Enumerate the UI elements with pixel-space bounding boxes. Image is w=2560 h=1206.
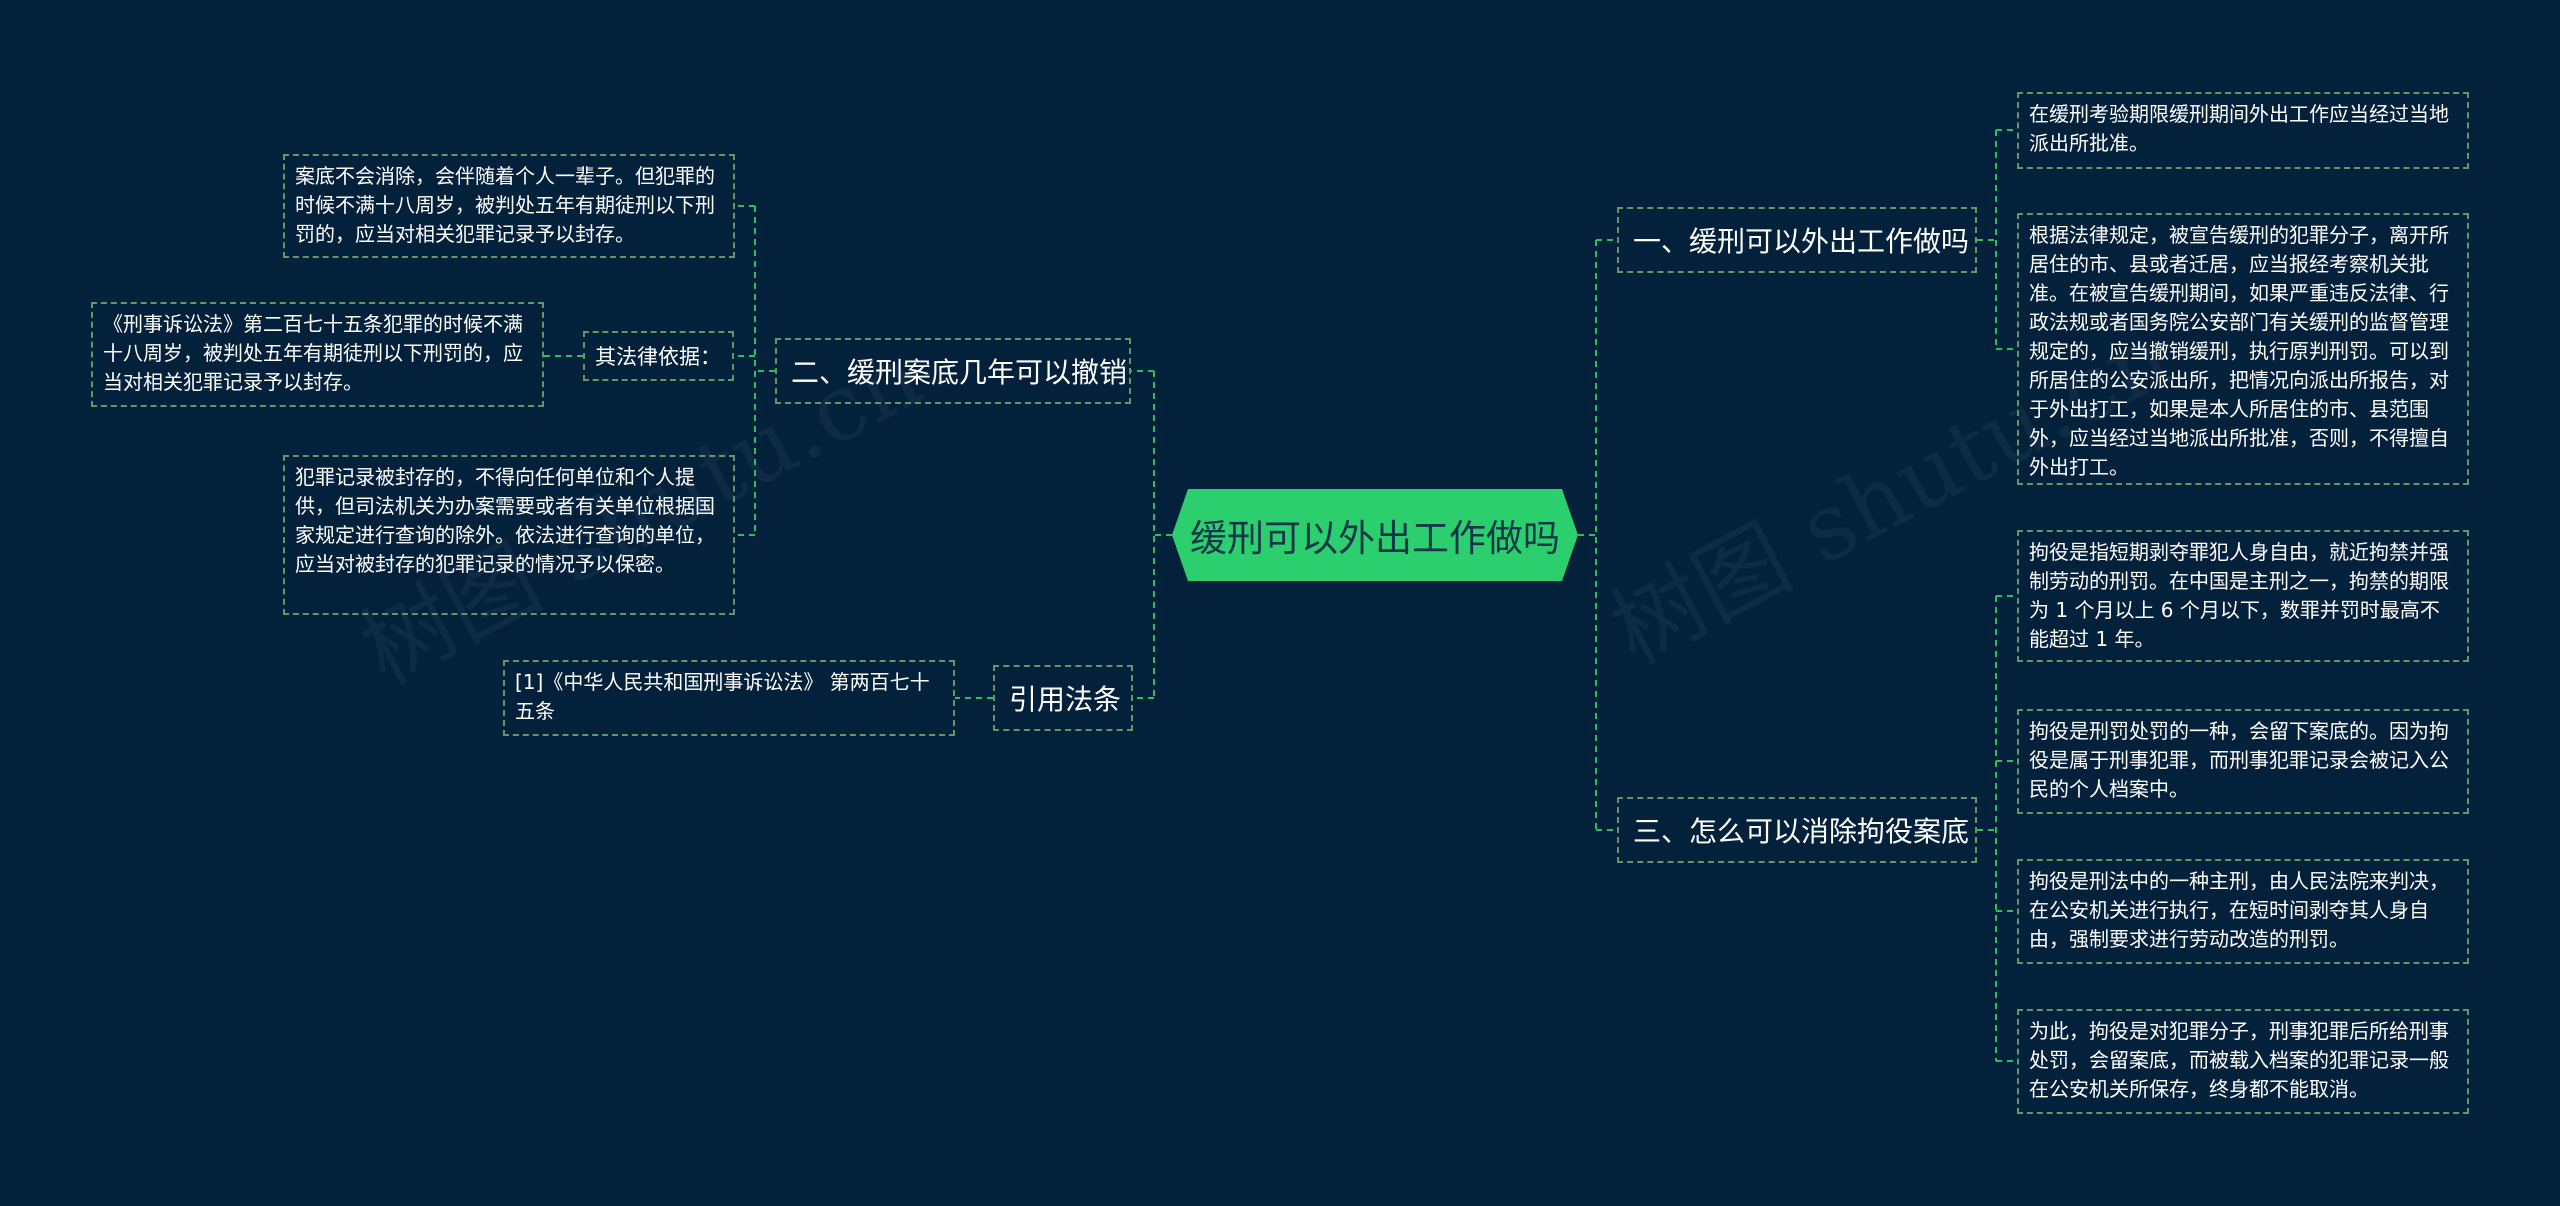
leaf-sealed-record: 犯罪记录被封存的，不得向任何单位和个人提供，但司法机关为办案需要或者有关单位根据… xyxy=(283,455,735,615)
branch-citation[interactable]: 引用法条 xyxy=(993,665,1133,731)
legal-basis-node[interactable]: 其法律依据： xyxy=(583,331,734,381)
leaf-text: 拘役是刑罚处罚的一种，会留下案底的。因为拘役是属于刑事犯罪，而刑事犯罪记录会被记… xyxy=(2029,719,2449,801)
branch-case-record-revocation[interactable]: 二、缓刑案底几年可以撤销 xyxy=(775,338,1131,404)
leaf-legal-basis-text: 《刑事诉讼法》第二百七十五条犯罪的时候不满十八周岁，被判处五年有期徒刑以下刑罚的… xyxy=(91,302,544,407)
branch-work-outside[interactable]: 一、缓刑可以外出工作做吗 xyxy=(1617,207,1977,273)
leaf-detention-execution: 拘役是刑法中的一种主刑，由人民法院来判决，在公安机关进行执行，在短时间剥夺其人身… xyxy=(2017,859,2469,964)
leaf-text: 根据法律规定，被宣告缓刑的犯罪分子，离开所居住的市、县或者迁居，应当报经考察机关… xyxy=(2029,223,2449,479)
leaf-text: [1]《中华人民共和国刑事诉讼法》 第两百七十五条 xyxy=(515,670,930,723)
leaf-text: 《刑事诉讼法》第二百七十五条犯罪的时候不满十八周岁，被判处五年有期徒刑以下刑罚的… xyxy=(103,312,523,394)
leaf-text: 犯罪记录被封存的，不得向任何单位和个人提供，但司法机关为办案需要或者有关单位根据… xyxy=(295,465,715,576)
leaf-case-record-permanent: 案底不会消除，会伴随着个人一辈子。但犯罪的时候不满十八周岁，被判处五年有期徒刑以… xyxy=(283,154,735,258)
leaf-detention-definition: 拘役是指短期剥夺罪犯人身自由，就近拘禁并强制劳动的刑罚。在中国是主刑之一，拘禁的… xyxy=(2017,530,2469,662)
leaf-detention-permanent: 为此，拘役是对犯罪分子，刑事犯罪后所给刑事处罚，会留案底，而被载入档案的犯罪记录… xyxy=(2017,1009,2469,1114)
leaf-text: 为此，拘役是对犯罪分子，刑事犯罪后所给刑事处罚，会留案底，而被载入档案的犯罪记录… xyxy=(2029,1019,2449,1101)
leaf-text: 拘役是刑法中的一种主刑，由人民法院来判决，在公安机关进行执行，在短时间剥夺其人身… xyxy=(2029,869,2449,951)
branch-remove-detention-record[interactable]: 三、怎么可以消除拘役案底 xyxy=(1617,797,1977,863)
branch-label: 引用法条 xyxy=(1009,683,1122,716)
leaf-text: 案底不会消除，会伴随着个人一辈子。但犯罪的时候不满十八周岁，被判处五年有期徒刑以… xyxy=(295,164,715,246)
leaf-text: 拘役是指短期剥夺罪犯人身自由，就近拘禁并强制劳动的刑罚。在中国是主刑之一，拘禁的… xyxy=(2029,540,2449,651)
leaf-police-approval: 在缓刑考验期限缓刑期间外出工作应当经过当地派出所批准。 xyxy=(2017,92,2469,169)
leaf-legal-provisions: 根据法律规定，被宣告缓刑的犯罪分子，离开所居住的市、县或者迁居，应当报经考察机关… xyxy=(2017,213,2469,485)
root-node[interactable]: 缓刑可以外出工作做吗 xyxy=(1172,489,1578,581)
branch-label: 三、怎么可以消除拘役案底 xyxy=(1633,815,1970,848)
leaf-detention-record: 拘役是刑罚处罚的一种，会留下案底的。因为拘役是属于刑事犯罪，而刑事犯罪记录会被记… xyxy=(2017,709,2469,814)
branch-label: 一、缓刑可以外出工作做吗 xyxy=(1633,225,1970,258)
root-label: 缓刑可以外出工作做吗 xyxy=(1190,517,1560,560)
leaf-citation-text: [1]《中华人民共和国刑事诉讼法》 第两百七十五条 xyxy=(503,660,955,736)
leaf-text: 在缓刑考验期限缓刑期间外出工作应当经过当地派出所批准。 xyxy=(2029,102,2449,155)
branch-label: 二、缓刑案底几年可以撤销 xyxy=(791,356,1128,389)
legal-basis-label: 其法律依据： xyxy=(595,345,721,369)
